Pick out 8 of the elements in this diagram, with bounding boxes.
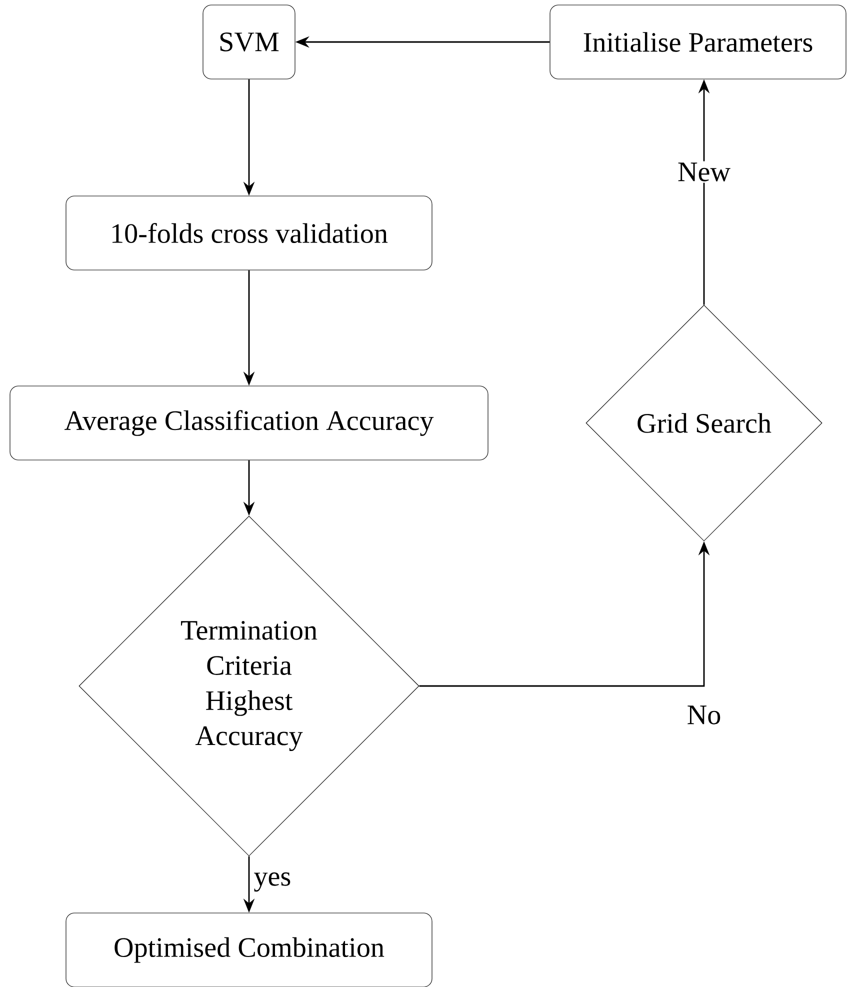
process-box: 10-folds cross validation — [66, 196, 432, 270]
edge-label: No — [688, 706, 720, 724]
process-box: SVM — [202, 4, 296, 80]
process-box: Optimised Combination — [66, 912, 432, 987]
edge-label: yes — [254, 872, 290, 892]
process-box: Initialise Parameters — [550, 4, 846, 80]
process-box: Average Classification Accuracy — [10, 386, 488, 460]
edge-label: New — [676, 161, 732, 183]
